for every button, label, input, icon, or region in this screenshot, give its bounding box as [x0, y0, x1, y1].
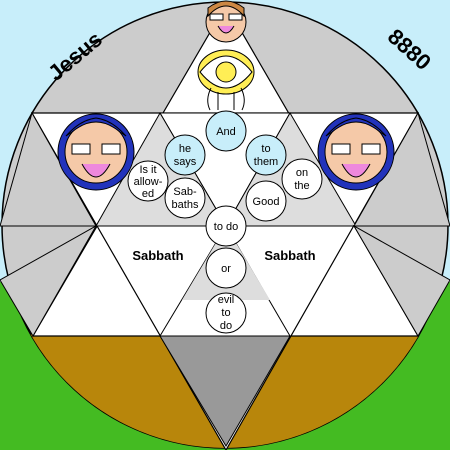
- face-icon-top: [205, 0, 247, 43]
- word-good: Good: [245, 180, 287, 222]
- word-on-the: on the: [281, 158, 323, 200]
- svg-text:to: to: [221, 307, 230, 319]
- word-sabbaths: Sab- baths: [164, 177, 206, 219]
- word-evil-to-do: evil to do: [205, 292, 247, 334]
- svg-text:ed: ed: [142, 188, 154, 200]
- svg-text:And: And: [216, 126, 236, 138]
- svg-text:the: the: [294, 180, 309, 192]
- face-icon-right: [317, 113, 395, 191]
- word-to-do: to do: [205, 205, 247, 247]
- svg-text:says: says: [174, 156, 197, 168]
- svg-text:Sab-: Sab-: [173, 186, 197, 198]
- word-and: And: [205, 110, 247, 152]
- word-he-says: he says: [164, 134, 206, 176]
- svg-text:baths: baths: [172, 199, 199, 211]
- word-is-it-allowed: Is it allow- ed: [127, 160, 169, 202]
- sabbath-left-label: Sabbath: [132, 248, 183, 263]
- svg-text:to: to: [261, 143, 270, 155]
- svg-text:Is it: Is it: [139, 164, 156, 176]
- svg-text:or: or: [221, 263, 231, 275]
- svg-text:on: on: [296, 167, 308, 179]
- svg-text:allow-: allow-: [134, 176, 163, 188]
- side-right-lower: [352, 224, 450, 338]
- sabbath-right-label: Sabbath: [264, 248, 315, 263]
- svg-text:to do: to do: [214, 221, 238, 233]
- svg-text:evil: evil: [218, 294, 235, 306]
- svg-text:Good: Good: [253, 196, 280, 208]
- sun-icon: [197, 49, 255, 111]
- svg-text:them: them: [254, 156, 278, 168]
- word-or: or: [205, 247, 247, 289]
- svg-text:he: he: [179, 143, 191, 155]
- side-left-lower: [0, 224, 98, 337]
- face-icon-left: [57, 113, 135, 191]
- svg-text:do: do: [220, 320, 232, 332]
- center-gray-triangle: [159, 335, 291, 447]
- word-to-them: to them: [245, 134, 287, 176]
